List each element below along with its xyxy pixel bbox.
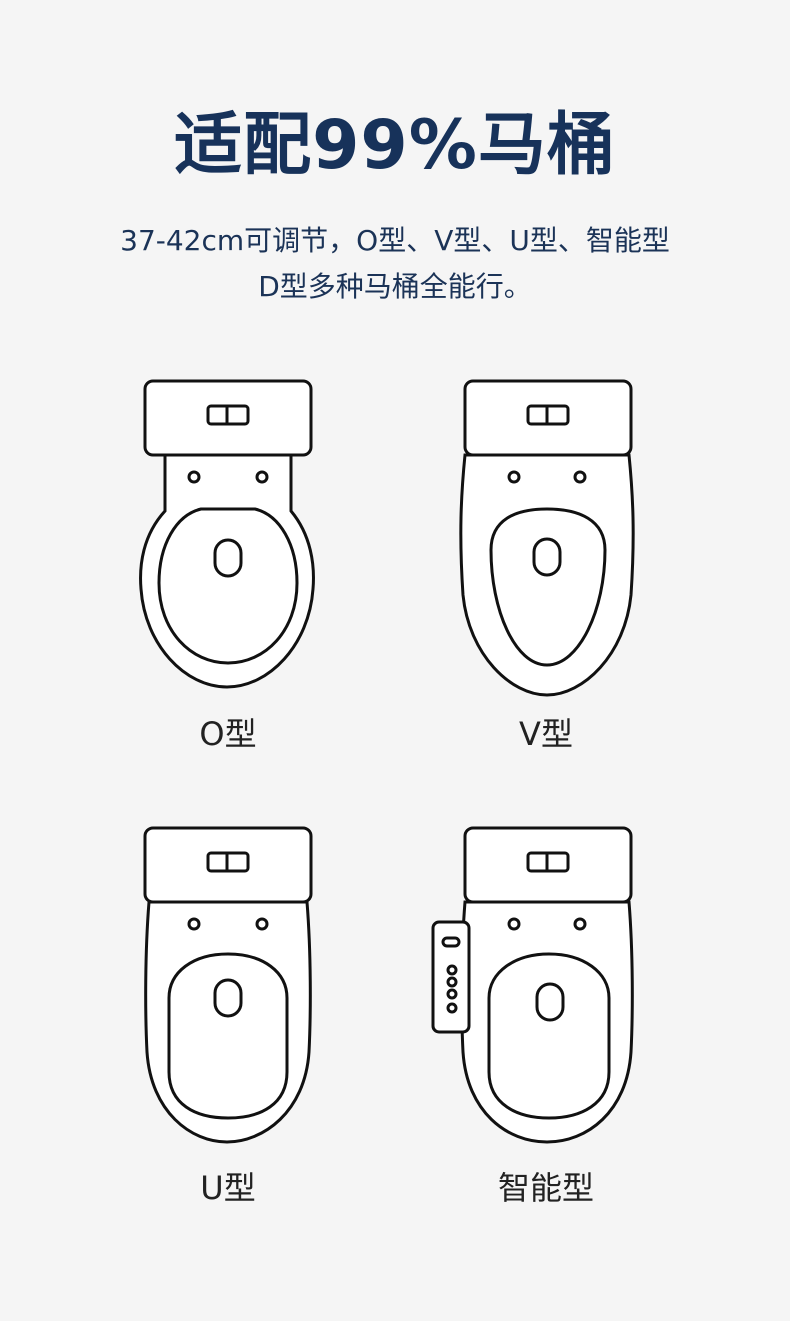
smart-type-label: 智能型 xyxy=(497,1169,594,1207)
page-title: 适配99%马桶 xyxy=(174,106,616,185)
v-type-label: V型 xyxy=(519,715,573,753)
subtitle-line-1: 37-42cm可调节，O型、V型、U型、智能型 xyxy=(120,224,670,257)
o-type-label: O型 xyxy=(199,715,257,753)
u-type-toilet-icon xyxy=(143,826,313,1144)
page-subtitle: 37-42cm可调节，O型、V型、U型、智能型 D型多种马桶全能行。 xyxy=(0,218,790,310)
subtitle-line-2: D型多种马桶全能行。 xyxy=(258,270,532,303)
u-type-label: U型 xyxy=(200,1169,256,1207)
v-type-toilet-icon xyxy=(459,379,635,697)
smart-toilet-icon xyxy=(431,826,634,1144)
o-type-toilet-icon xyxy=(139,379,315,689)
